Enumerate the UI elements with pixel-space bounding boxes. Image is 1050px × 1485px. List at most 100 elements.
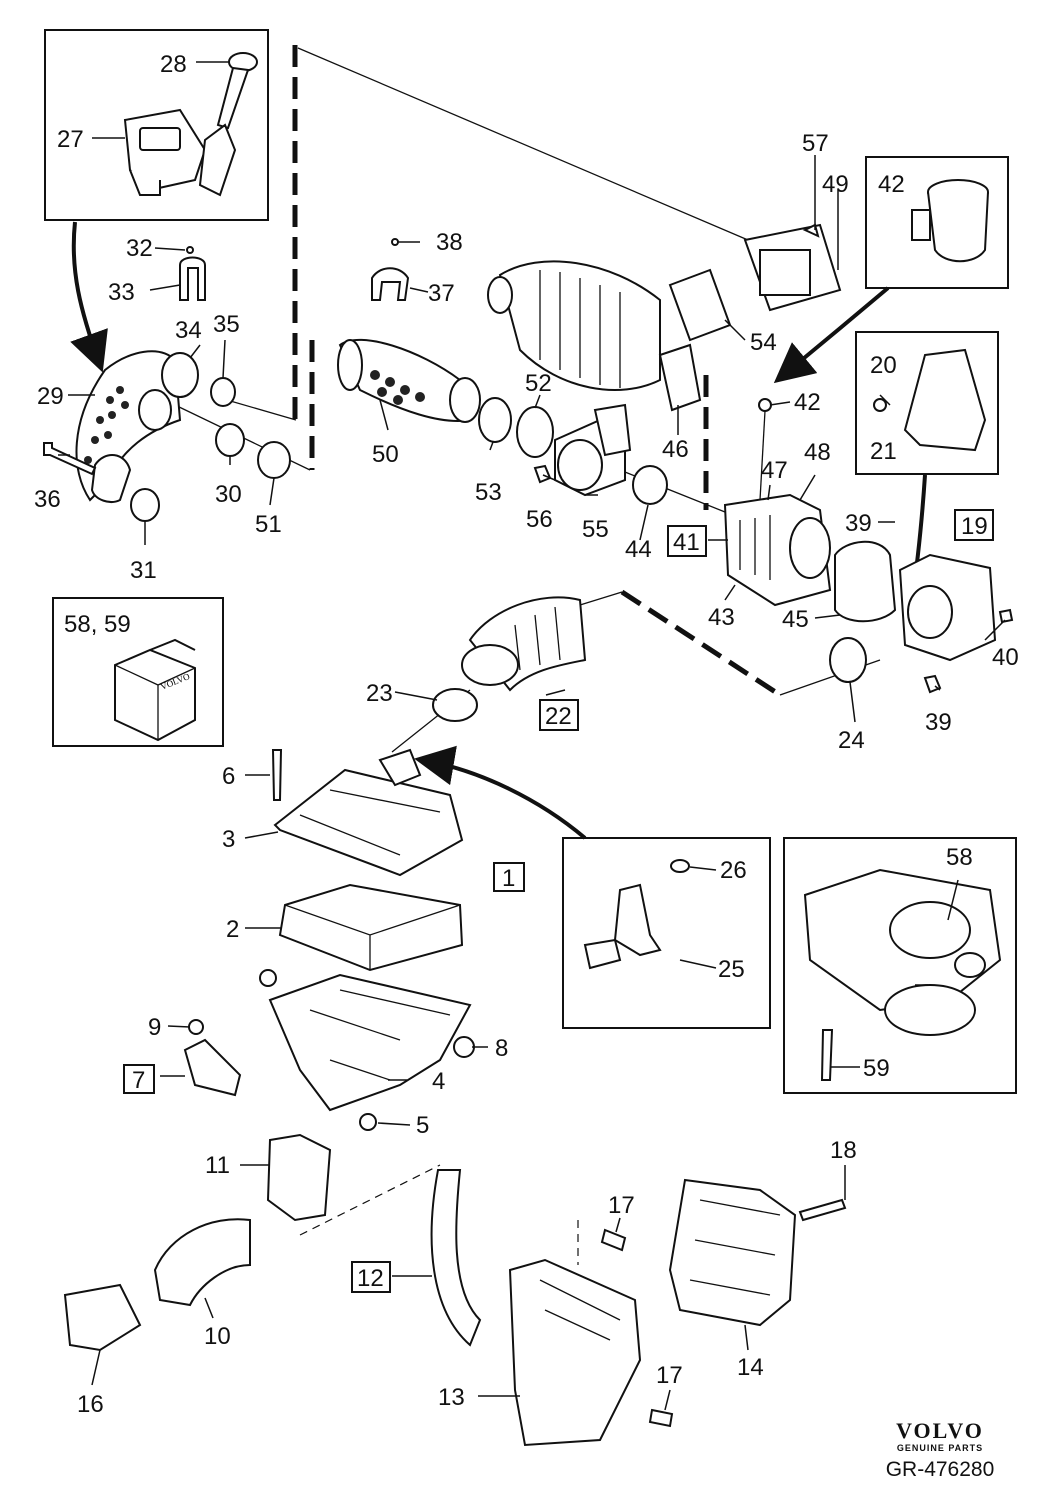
part-17-bolt-upper bbox=[600, 1228, 627, 1252]
label-51: 51 bbox=[255, 511, 282, 538]
part-19-throttle-unit bbox=[898, 553, 997, 662]
label-45: 45 bbox=[782, 606, 809, 633]
frame-label-19 bbox=[954, 509, 994, 541]
assembly-line-top bbox=[297, 47, 749, 241]
label-39-upper: 39 bbox=[845, 510, 872, 537]
part-50-air-hose bbox=[337, 338, 481, 423]
label-59: 59 bbox=[863, 1055, 890, 1082]
dashed-line-left bbox=[292, 45, 315, 470]
label-2: 2 bbox=[226, 916, 239, 943]
part-27-pressure-sensor bbox=[123, 108, 207, 196]
part-46-gasket bbox=[658, 343, 702, 412]
part-56-bolt bbox=[533, 464, 552, 484]
label-30: 30 bbox=[215, 481, 242, 508]
part-58-throttle-body bbox=[803, 868, 1002, 1036]
label-48: 48 bbox=[804, 439, 831, 466]
part-23-hose-clamp bbox=[432, 688, 478, 722]
label-40: 40 bbox=[992, 644, 1019, 671]
arrow-from-sensor-box bbox=[70, 221, 108, 373]
label-28: 28 bbox=[160, 51, 187, 78]
part-55-throttle-body bbox=[554, 403, 632, 497]
label-21: 21 bbox=[870, 438, 897, 465]
label-55: 55 bbox=[582, 516, 609, 543]
label-23: 23 bbox=[366, 680, 393, 707]
label-35: 35 bbox=[213, 311, 240, 338]
label-17-lower: 17 bbox=[656, 1362, 683, 1389]
label-38: 38 bbox=[436, 229, 463, 256]
label-44: 44 bbox=[625, 536, 652, 563]
part-54-gasket bbox=[668, 268, 732, 342]
assembly-line-11 bbox=[299, 1164, 441, 1236]
label-3: 3 bbox=[222, 826, 235, 853]
part-5-nut bbox=[359, 1113, 377, 1131]
part-6-bolt bbox=[271, 749, 283, 801]
label-52: 52 bbox=[525, 370, 552, 397]
label-24: 24 bbox=[838, 727, 865, 754]
part-supercharger bbox=[487, 260, 661, 391]
detail-box-sensor-25-26 bbox=[562, 837, 771, 1029]
label-27: 27 bbox=[57, 126, 84, 153]
part-33-clip bbox=[179, 246, 206, 301]
part-45-gasket bbox=[834, 540, 897, 623]
label-33: 33 bbox=[108, 279, 135, 306]
part-48-housing bbox=[723, 398, 832, 607]
label-25: 25 bbox=[718, 956, 745, 983]
label-46: 46 bbox=[662, 436, 689, 463]
genuine-parts-tagline: GENUINE PARTS bbox=[896, 1443, 984, 1453]
part-11-air-duct bbox=[266, 1133, 332, 1222]
diagram-code: GR-476280 bbox=[885, 1458, 995, 1481]
detail-box-kit-58-59 bbox=[52, 597, 224, 747]
label-54: 54 bbox=[750, 329, 777, 356]
part-30-seal-ring bbox=[215, 423, 245, 457]
part-10-air-duct bbox=[153, 1218, 251, 1307]
part-14-tray bbox=[668, 1178, 797, 1327]
part-7-bracket bbox=[183, 1038, 242, 1097]
label-18: 18 bbox=[830, 1137, 857, 1164]
label-42-plug: 42 bbox=[878, 171, 905, 198]
label-19: 19 bbox=[961, 513, 988, 540]
label-22: 22 bbox=[545, 703, 572, 730]
part-13-cover bbox=[508, 1258, 642, 1447]
label-16: 16 bbox=[77, 1391, 104, 1418]
arrow-from-plug-box bbox=[773, 286, 890, 384]
part-36-bolt bbox=[43, 442, 97, 476]
part-8-grommet bbox=[453, 1036, 475, 1058]
label-39-lower: 39 bbox=[925, 709, 952, 736]
label-43: 43 bbox=[708, 604, 735, 631]
label-7: 7 bbox=[132, 1067, 145, 1094]
part-39-bolt-lower bbox=[923, 674, 942, 694]
part-28-bolt bbox=[198, 52, 258, 197]
part-58-59-kit-box: VOLVO bbox=[114, 638, 196, 742]
part-9-nut bbox=[188, 1019, 204, 1035]
part-51-seal-ring bbox=[257, 441, 291, 479]
label-31: 31 bbox=[130, 557, 157, 584]
part-2-filter-element bbox=[278, 883, 464, 972]
part-37-clip bbox=[371, 238, 410, 301]
part-18-bolt bbox=[798, 1198, 847, 1222]
leader-lines bbox=[58, 61, 1006, 1411]
part-16-flap bbox=[63, 1283, 142, 1352]
label-26: 26 bbox=[720, 857, 747, 884]
detail-box-throttle-58-59 bbox=[783, 837, 1017, 1094]
part-3-filter-cover bbox=[273, 748, 464, 877]
label-1: 1 bbox=[502, 865, 515, 892]
label-29: 29 bbox=[37, 383, 64, 410]
label-10: 10 bbox=[204, 1323, 231, 1350]
frame-label-1 bbox=[493, 862, 525, 892]
part-20-cover bbox=[873, 348, 987, 452]
part-44-o-ring bbox=[632, 465, 668, 505]
label-57: 57 bbox=[802, 130, 829, 157]
part-12-hose bbox=[430, 1169, 482, 1347]
label-8: 8 bbox=[495, 1035, 508, 1062]
volvo-logo: VOLVO bbox=[896, 1418, 984, 1443]
part-42-plug bbox=[911, 179, 989, 263]
part-31-seal-ring bbox=[130, 488, 160, 522]
arrow-from-sensor-25-box bbox=[414, 745, 587, 840]
frame-label-12 bbox=[351, 1261, 391, 1293]
part-59-bolt bbox=[820, 1029, 834, 1081]
label-58: 58 bbox=[946, 844, 973, 871]
part-40-bolt bbox=[998, 608, 1014, 624]
detail-box-plug-42 bbox=[865, 156, 1009, 289]
label-17-upper: 17 bbox=[608, 1192, 635, 1219]
